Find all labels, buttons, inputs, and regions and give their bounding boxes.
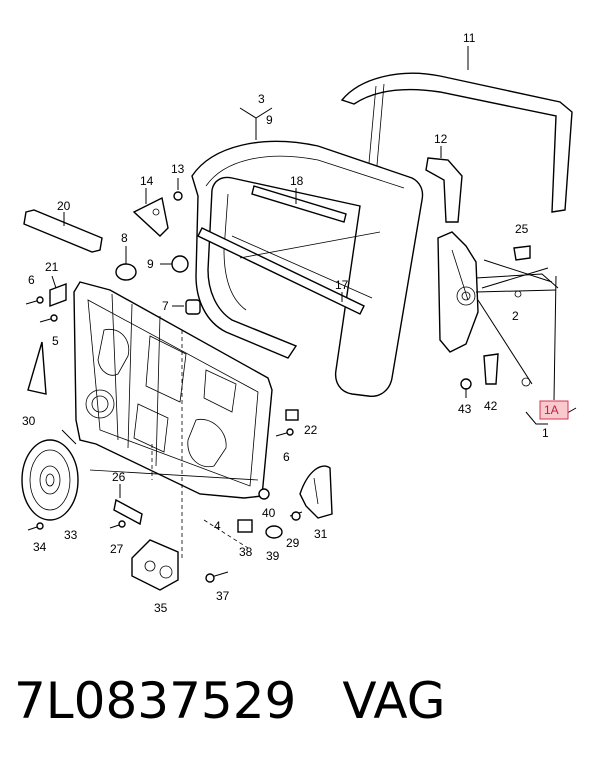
callout-34: 34: [33, 540, 47, 554]
part-number: 7L0837529: [14, 672, 297, 730]
callout-11: 11: [463, 31, 476, 45]
callout-4: 4: [214, 519, 221, 533]
seal-strip-part: [23, 209, 103, 253]
speaker-part: [21, 429, 79, 521]
callout-17: 17: [335, 278, 349, 292]
screw-6-lower-part: [275, 428, 294, 437]
callout-35: 35: [154, 601, 168, 615]
callout-40: 40: [262, 506, 276, 520]
callout-33: 33: [64, 528, 78, 542]
bolt-13-part: [173, 178, 183, 201]
callout-14: 14: [140, 174, 154, 188]
callout-25: 25: [515, 222, 529, 236]
screw-5-part: [39, 314, 58, 323]
caption: 7L0837529 VAG: [14, 672, 594, 742]
callout-30: 30: [22, 414, 36, 428]
callout-8: 8: [121, 231, 128, 245]
callout-20: 20: [57, 199, 71, 213]
callout-22: 22: [304, 423, 318, 437]
door-inner-panel-part: [73, 281, 273, 560]
plug-39-part: [265, 525, 283, 539]
clip-25-part: [513, 245, 531, 261]
window-motor-part: [131, 539, 179, 591]
bracket-21-part: [49, 275, 67, 308]
callout-9-left: 9: [147, 257, 154, 271]
brand-name: VAG: [342, 672, 446, 730]
callout-6-upper: 6: [28, 273, 35, 287]
nut-40-part: [258, 488, 270, 500]
window-regulator-part: [437, 231, 559, 401]
callout-27: 27: [110, 542, 124, 556]
bracket-26-part: [113, 484, 143, 526]
cover-31-part: [299, 465, 333, 519]
screw-29-part: [289, 511, 303, 521]
clip-9-part: [160, 255, 189, 273]
exploded-door-diagram: 11 3 9 12 13 14 18 20 25 8 9 21 6 17 7 2…: [21, 31, 577, 615]
callout-7: 7: [162, 299, 169, 313]
callout-5: 5: [52, 334, 59, 348]
callout-13: 13: [171, 162, 185, 176]
grommet-part: [115, 246, 137, 281]
regulator-callout-bracket: [525, 400, 577, 425]
callout-37: 37: [216, 589, 230, 603]
callout-18: 18: [290, 174, 304, 188]
trim-strip-30-part: [27, 341, 47, 395]
callout-29: 29: [286, 536, 300, 550]
block-38-part: [237, 519, 253, 533]
callout-12: 12: [434, 132, 448, 146]
screw-37-part: [205, 571, 229, 583]
callout-1: 1: [542, 426, 549, 440]
screw-27-part: [109, 520, 126, 529]
window-strip-upper-part: [251, 185, 347, 223]
trim-bracket-part: [425, 146, 463, 223]
clip-22-part: [285, 409, 299, 421]
callout-38: 38: [239, 545, 253, 559]
callout-6-lower: 6: [283, 450, 290, 464]
callout-1A: 1A: [544, 403, 559, 417]
door-frame-part: [191, 107, 424, 397]
callout-9-top: 9: [266, 113, 273, 127]
screw-6-upper-part: [25, 296, 44, 305]
callout-3: 3: [258, 92, 265, 106]
clip-7-part: [172, 299, 201, 315]
callout-42: 42: [484, 399, 498, 413]
callout-21: 21: [45, 260, 59, 274]
window-strip-lower-part: [197, 227, 381, 315]
bracket-42-part: [483, 353, 499, 385]
callout-39: 39: [266, 549, 280, 563]
callout-43: 43: [458, 402, 472, 416]
corner-trim-part: [132, 188, 169, 237]
callout-2: 2: [512, 309, 519, 323]
callout-26: 26: [112, 470, 126, 484]
screw-34-part: [27, 522, 44, 531]
screw-43-part: [460, 378, 472, 398]
callout-31: 31: [314, 527, 328, 541]
